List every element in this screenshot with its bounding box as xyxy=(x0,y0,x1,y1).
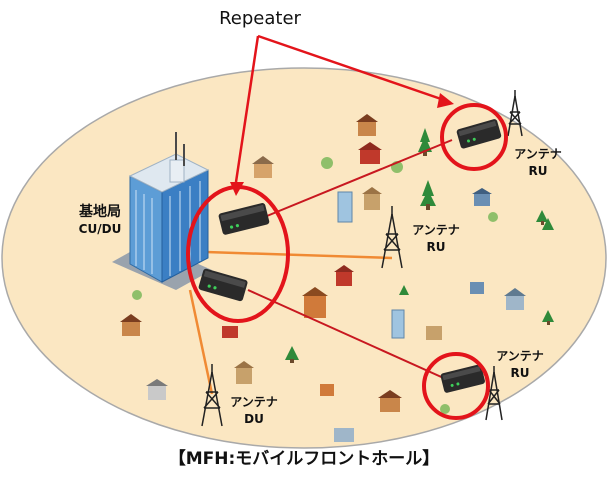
repeater-callout-arrows xyxy=(234,34,445,183)
repeater-highlights xyxy=(186,103,508,420)
houses xyxy=(120,114,526,442)
repeater-device-lower-right xyxy=(440,364,485,393)
antenna-title: アンテナ xyxy=(496,349,544,363)
antenna-label-du: アンテナ DU xyxy=(222,394,286,428)
antenna-subtitle: RU xyxy=(528,164,548,178)
trees xyxy=(285,128,554,363)
repeater-label: Repeater xyxy=(219,8,301,29)
highlight-left-repeaters xyxy=(186,185,290,323)
repeater-device-lower-left xyxy=(198,268,248,302)
antenna-subtitle: RU xyxy=(426,240,446,254)
antenna-tower-center xyxy=(381,206,403,269)
antenna-tower-top-right xyxy=(507,90,523,137)
diagram-caption: 【MFH:モバイルフロントホール】 xyxy=(168,449,440,469)
repeater-link-upper-right xyxy=(261,139,453,219)
arrowhead-right xyxy=(437,93,454,108)
repeater-link-lower-right xyxy=(247,289,449,381)
repeater-device-upper-left xyxy=(218,203,270,235)
highlight-lower-right-repeater xyxy=(422,352,490,420)
base-station-label: 基地局 CU/DU xyxy=(68,204,132,238)
antenna-label-lower-right: アンテナ RU xyxy=(488,348,552,382)
fiber-link-antenna-ru-center xyxy=(205,250,393,260)
antenna-title: アンテナ xyxy=(514,147,562,161)
highlight-upper-right-repeater xyxy=(440,103,508,171)
base-station-subtitle: CU/DU xyxy=(78,222,122,236)
repeater-links xyxy=(247,139,453,381)
antenna-label-center: アンテナ RU xyxy=(404,222,468,256)
antenna-tower-du xyxy=(201,364,223,427)
base-station-building xyxy=(112,132,212,290)
repeater-device-upper-right xyxy=(456,119,502,149)
antenna-title: アンテナ xyxy=(412,223,460,237)
base-station-title: 基地局 xyxy=(79,204,121,220)
fiber-link-antenna-du xyxy=(188,289,214,395)
antenna-subtitle: DU xyxy=(244,412,264,426)
service-area-ellipse xyxy=(1,67,607,449)
antenna-label-top-right: アンテナ RU xyxy=(506,146,570,180)
antenna-subtitle: RU xyxy=(510,366,530,380)
antenna-tower-lower-right xyxy=(485,366,503,421)
antenna-title: アンテナ xyxy=(230,395,278,409)
fiber-links xyxy=(188,250,393,395)
